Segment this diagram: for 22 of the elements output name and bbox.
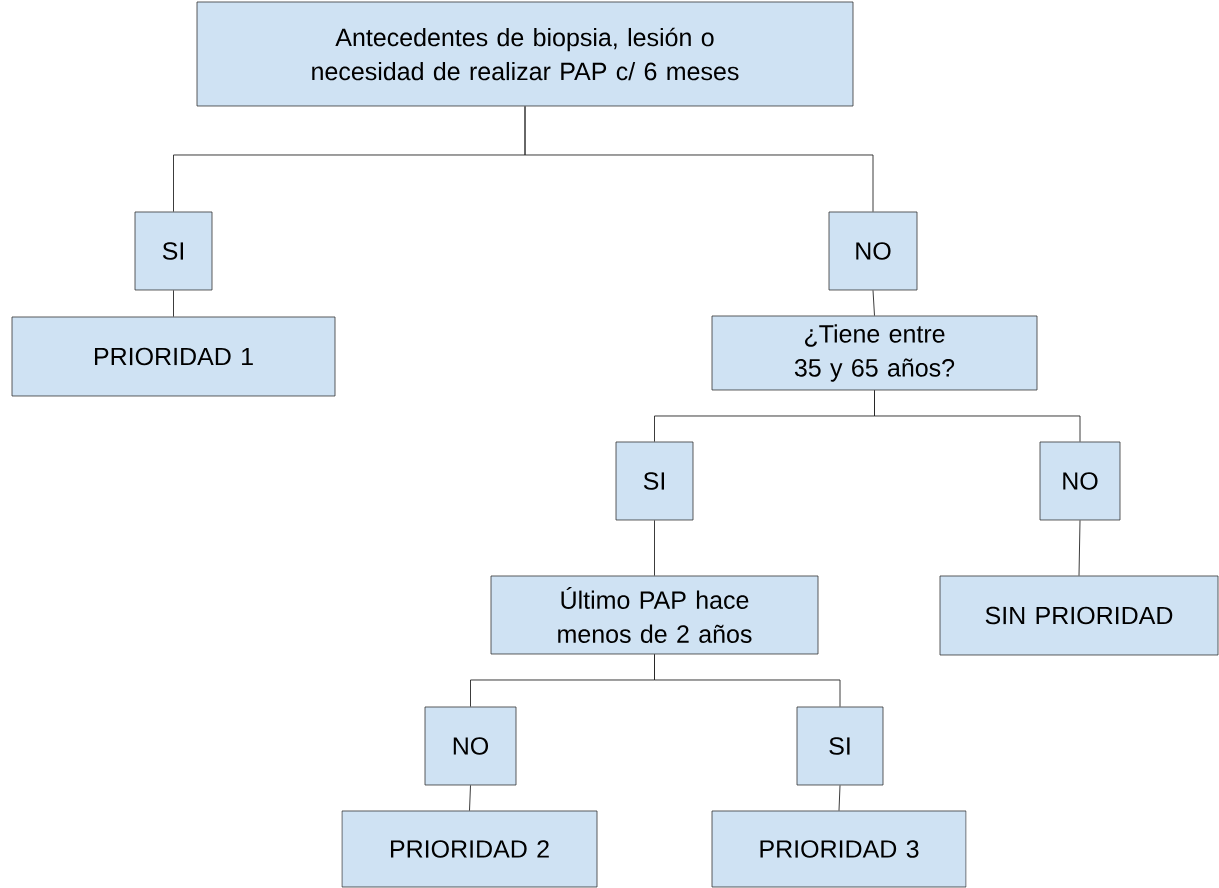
connector-line <box>524 105 874 213</box>
result-box: PRIORIDAD 1 <box>11 316 336 397</box>
answer-box: NO <box>424 706 517 786</box>
connector-line <box>469 784 471 812</box>
connector-line <box>1078 519 1081 577</box>
connector-line <box>872 289 875 317</box>
answer-box: SI <box>615 441 694 521</box>
result-box: SIN PRIORIDAD <box>939 575 1219 656</box>
answer-box: SI <box>134 211 213 291</box>
answer-box: SI <box>796 706 884 786</box>
connector-line <box>654 653 841 708</box>
result-box: PRIORIDAD 2 <box>341 810 598 888</box>
connector-line <box>654 519 655 577</box>
connector-line <box>874 389 1081 443</box>
question-box: Último PAP hace menos de 2 años <box>490 575 819 655</box>
answer-box: NO <box>828 211 918 291</box>
answer-box: NO <box>1039 441 1121 521</box>
question-box: Antecedentes de biopsia, lesión o necesidad de realizar PAP c/ 6 meses <box>196 1 854 107</box>
result-box: PRIORIDAD 3 <box>711 810 967 888</box>
question-box: ¿Tiene entre 35 y 65 años? <box>711 315 1038 391</box>
connector-line <box>838 784 841 812</box>
connector-line <box>173 289 174 318</box>
